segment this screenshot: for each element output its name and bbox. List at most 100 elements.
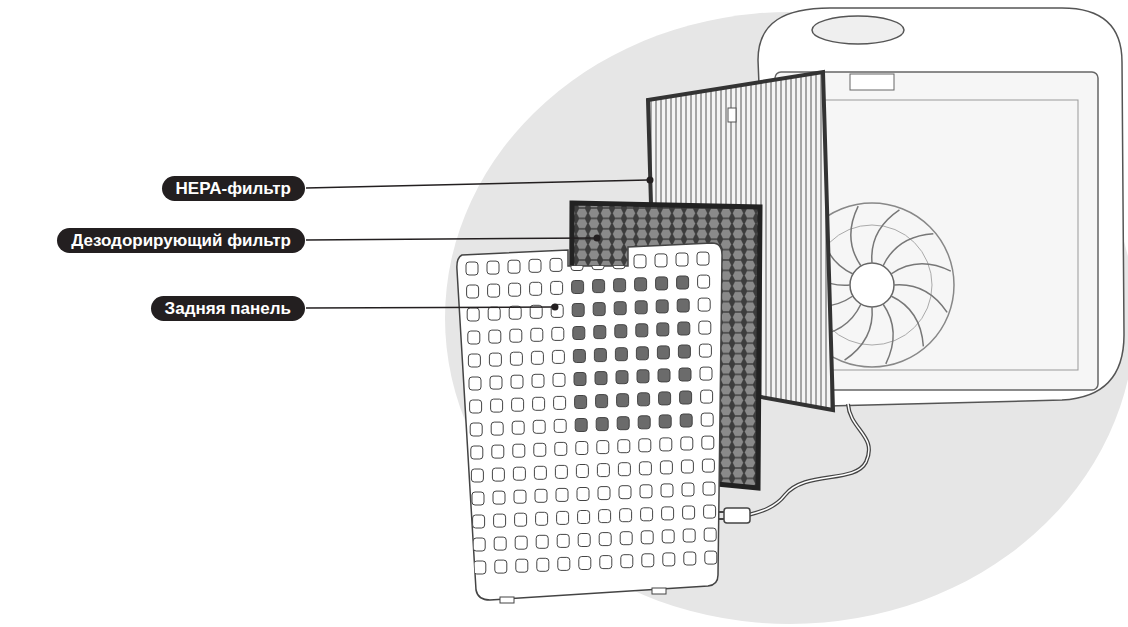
vent-hole — [663, 553, 675, 566]
vent-hole — [492, 445, 504, 458]
vent-hole — [470, 400, 482, 413]
vent-hole — [532, 374, 544, 387]
vent-hole — [550, 258, 562, 271]
vent-hole — [553, 373, 565, 386]
vent-hole — [509, 283, 521, 296]
fan-blade — [883, 234, 933, 266]
vent-hole — [618, 463, 630, 476]
vent-hole — [557, 534, 569, 547]
vent-hole — [488, 284, 500, 297]
part-label: Задняя панель — [151, 296, 305, 321]
vent-hole — [661, 484, 673, 497]
vent-hole — [641, 508, 653, 521]
vent-hole — [684, 552, 696, 565]
vent-hole — [593, 280, 605, 293]
vent-hole — [636, 324, 648, 337]
vent-hole — [533, 420, 545, 433]
vent-hole — [683, 529, 695, 542]
vent-hole — [513, 467, 525, 480]
vent-hole — [677, 276, 689, 289]
vent-hole — [680, 414, 692, 427]
vent-hole — [697, 252, 709, 265]
vent-hole — [600, 556, 612, 569]
fan-blade — [845, 307, 873, 360]
vent-hole — [657, 323, 669, 336]
vent-hole — [466, 262, 478, 275]
vent-hole — [556, 488, 568, 501]
fan-blade — [851, 206, 861, 266]
vent-hole — [596, 395, 608, 408]
vent-hole — [617, 417, 629, 430]
vent-hole — [639, 462, 651, 475]
vent-hole — [555, 465, 567, 478]
vent-hole — [492, 468, 504, 481]
vent-hole — [551, 281, 563, 294]
label-text: Задняя панель — [165, 299, 291, 318]
vent-hole — [620, 532, 632, 545]
vent-hole — [593, 303, 605, 316]
vent-hole — [576, 465, 588, 478]
vent-hole — [657, 346, 669, 359]
vent-hole — [594, 349, 606, 362]
vent-hole — [474, 561, 486, 574]
vent-hole — [615, 348, 627, 361]
vent-hole — [704, 505, 716, 518]
leader-lines — [306, 177, 654, 311]
vent-hole — [655, 254, 667, 267]
vent-hole — [510, 352, 522, 365]
back-panel — [457, 243, 722, 603]
vent-hole — [531, 328, 543, 341]
vent-hole — [700, 367, 712, 380]
vent-hole — [508, 260, 520, 273]
vent-hole — [634, 255, 646, 268]
vent-hole — [534, 443, 546, 456]
vent-hole — [699, 321, 711, 334]
vent-hole — [662, 530, 674, 543]
fan-blade — [891, 296, 923, 346]
vent-hole — [488, 307, 500, 320]
vent-hole — [491, 399, 503, 412]
vent-hole — [679, 368, 691, 381]
vent-hole — [677, 299, 689, 312]
fan-blade — [891, 264, 951, 274]
vent-hole — [641, 531, 653, 544]
vent-hole — [493, 491, 505, 504]
vent-hole — [516, 559, 528, 572]
vent-hole — [704, 528, 716, 541]
vent-hole — [703, 482, 715, 495]
vent-hole — [618, 440, 630, 453]
vent-hole — [578, 511, 590, 524]
vent-hole — [698, 298, 710, 311]
vent-hole — [617, 394, 629, 407]
vent-hole — [659, 415, 671, 428]
vent-hole — [491, 422, 503, 435]
vent-hole — [702, 459, 714, 472]
vent-hole — [681, 460, 693, 473]
vent-hole — [592, 257, 604, 270]
vent-hole — [489, 330, 501, 343]
vent-hole — [490, 376, 502, 389]
vent-hole — [575, 419, 587, 432]
vent-hole — [619, 486, 631, 499]
vent-hole — [489, 353, 501, 366]
vent-hole — [576, 442, 588, 455]
vent-hole — [554, 396, 566, 409]
vent-hole — [529, 259, 541, 272]
vent-hole — [470, 423, 482, 436]
vent-hole — [469, 377, 481, 390]
vent-hole — [662, 507, 674, 520]
vent-hole — [676, 253, 688, 266]
vent-hole — [573, 350, 585, 363]
vent-hole — [467, 308, 479, 321]
vent-hole — [637, 370, 649, 383]
vent-hole — [701, 413, 713, 426]
vent-hole — [579, 557, 591, 570]
vent-hole — [512, 421, 524, 434]
vent-hole — [512, 398, 524, 411]
vent-hole — [471, 446, 483, 459]
vent-hole — [642, 554, 654, 567]
vent-hole — [573, 327, 585, 340]
vent-hole — [681, 437, 693, 450]
fan-blade — [883, 304, 893, 364]
vent-hole — [621, 555, 633, 568]
